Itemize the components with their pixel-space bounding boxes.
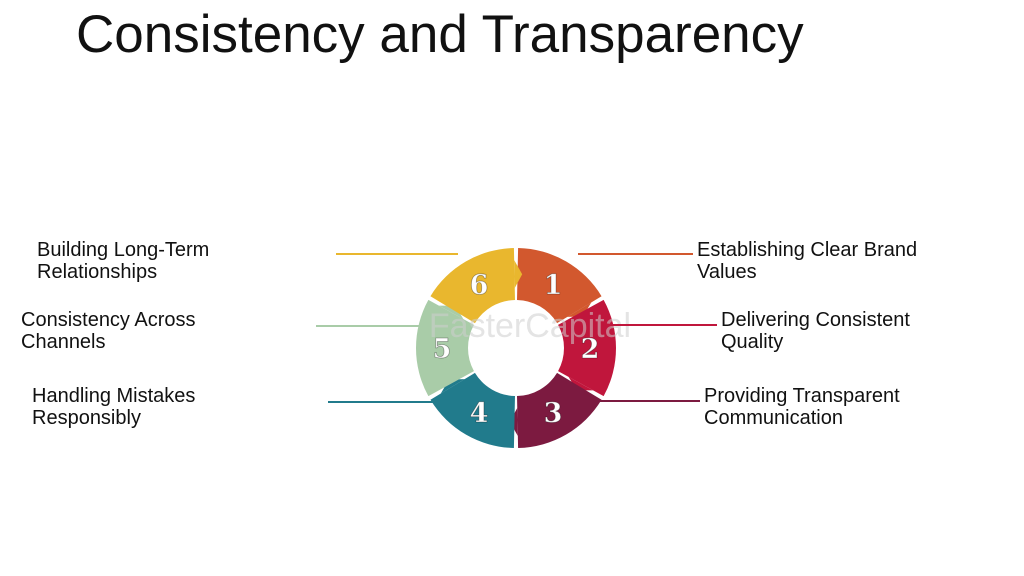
label-step-5: Consistency Across Channels xyxy=(21,309,196,353)
label-step-6-line1: Building Long-Term xyxy=(37,239,210,261)
page-title: Consistency and Transparency xyxy=(76,5,804,64)
segment-5-arrow xyxy=(438,305,464,320)
step-number-1: 1 xyxy=(544,270,563,301)
segment-2 xyxy=(558,299,617,397)
segment-1 xyxy=(517,248,602,324)
watermark: FasterCapital xyxy=(429,307,631,345)
label-step-3: Providing Transparent Communication xyxy=(704,385,900,429)
step-number-6: 6 xyxy=(470,270,489,301)
label-step-1: Establishing Clear Brand Values xyxy=(697,239,917,283)
label-step-3-line2: Communication xyxy=(704,407,843,429)
step-number-5: 5 xyxy=(433,334,452,365)
step-number-2: 2 xyxy=(581,334,600,365)
label-step-1-line2: Values xyxy=(697,261,757,283)
segment-3 xyxy=(517,372,602,448)
label-step-4: Handling Mistakes Responsibly xyxy=(32,385,195,429)
cycle-segments xyxy=(415,248,617,448)
label-step-4-line2: Responsibly xyxy=(32,407,141,429)
label-step-2-line2: Quality xyxy=(721,331,784,353)
label-step-5-line2: Channels xyxy=(21,331,106,353)
connector-lines xyxy=(316,253,717,403)
label-step-6: Building Long-Term Relationships xyxy=(37,239,209,283)
segment-5 xyxy=(415,299,474,397)
segment-6-arrow xyxy=(514,260,523,289)
step-numbers: 1 2 3 4 5 6 xyxy=(432,269,600,429)
label-step-2-line1: Delivering Consistent xyxy=(721,309,910,331)
segment-4 xyxy=(430,372,515,448)
segment-2-arrow xyxy=(568,376,594,391)
label-step-6-line2: Relationships xyxy=(37,261,158,283)
label-step-1-line1: Establishing Clear Brand xyxy=(697,239,918,261)
label-step-4-line1: Handling Mistakes xyxy=(32,385,196,407)
segment-4-arrow xyxy=(440,379,465,394)
step-number-3: 3 xyxy=(544,398,563,429)
label-step-5-line1: Consistency Across xyxy=(21,309,196,331)
label-step-3-line1: Providing Transparent xyxy=(704,385,900,407)
segment-1-arrow xyxy=(567,302,592,317)
step-number-4: 4 xyxy=(470,398,489,429)
segment-6 xyxy=(430,248,515,324)
label-step-2: Delivering Consistent Quality xyxy=(721,309,910,353)
